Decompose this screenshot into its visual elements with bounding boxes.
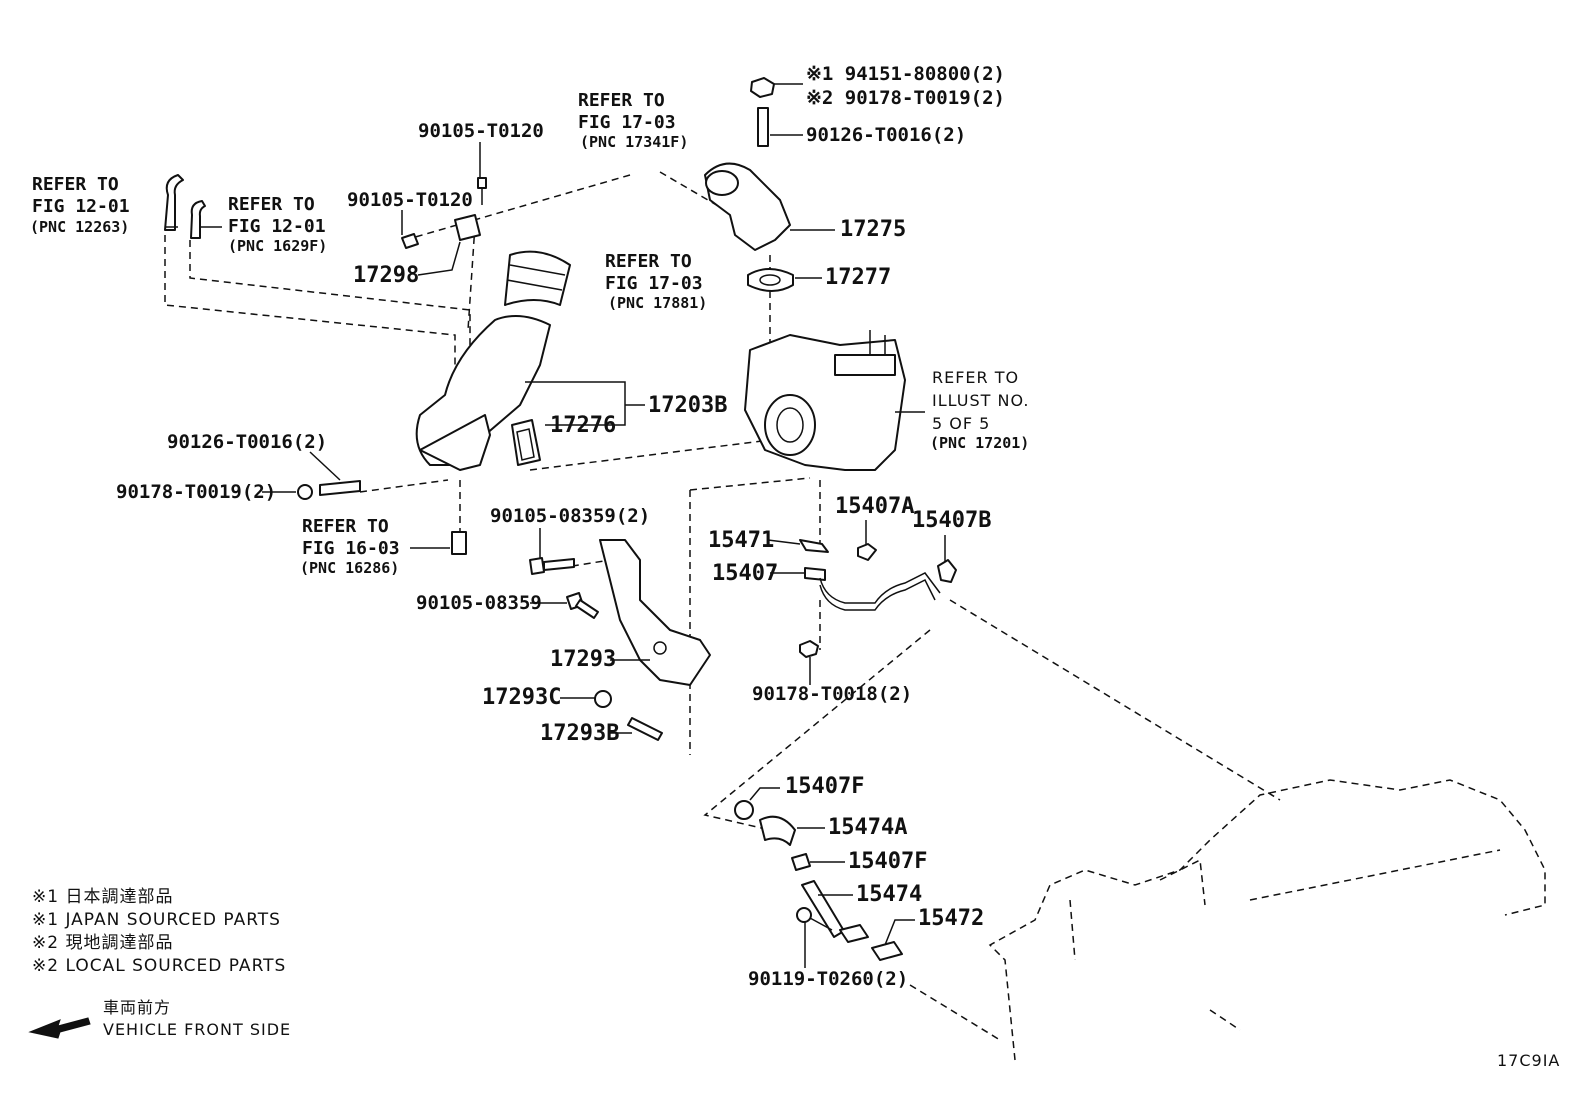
reference-fig-12-01-b: REFER TO FIG 12-01 (PNC 1629F) <box>228 194 327 255</box>
nut-94151-80800-icon <box>750 77 775 98</box>
bolt-15407a-icon <box>857 543 877 561</box>
leader-lines <box>165 83 946 968</box>
ref-line1: REFER TO <box>32 174 119 195</box>
label-90178-t0019-left: 90178-T0019(2) <box>116 481 276 503</box>
label-17203b: 17203B <box>648 393 727 418</box>
legend-jp2: ※2 現地調達部品 <box>32 933 173 953</box>
label-17275: 17275 <box>840 217 906 242</box>
arrow-left-icon <box>28 1017 91 1039</box>
nut-17293c-icon <box>594 690 612 708</box>
ref-line2: FIG 17-03 <box>605 273 703 294</box>
nut-90178-t0018-icon <box>799 640 819 658</box>
label-17277: 17277 <box>825 265 891 290</box>
ref-line2: FIG 12-01 <box>32 196 130 217</box>
label-90105-08359-2: 90105-08359(2) <box>490 505 650 527</box>
ref-line1: REFER TO <box>578 90 665 111</box>
turbocharger <box>744 330 906 471</box>
legend-en1: ※1 JAPAN SOURCED PARTS <box>32 910 281 930</box>
ref-pnc: (PNC 12263) <box>30 218 129 236</box>
label-94151-80800: ※1 94151-80800(2) <box>806 63 1005 85</box>
label-90126-t0016-top: 90126-T0016(2) <box>806 124 966 146</box>
reference-fig-12-01-a: REFER TO FIG 12-01 (PNC 12263) <box>30 174 130 236</box>
bolt-90105-08359-icon <box>566 592 599 619</box>
label-17293: 17293 <box>550 647 616 672</box>
oil-pipe-15407 <box>804 567 941 611</box>
gasket-15471 <box>799 539 829 553</box>
bolt-15407b-icon <box>937 559 957 583</box>
reference-fig-17-03-a: REFER TO FIG 17-03 (PNC 17341F) <box>578 90 688 151</box>
label-15407a: 15407A <box>835 494 914 519</box>
part-labels: ※1 94151-80800(2) ※2 90178-T0019(2) 9012… <box>116 63 1005 990</box>
stud-17293b-icon <box>627 717 663 741</box>
label-15407: 15407 <box>712 561 778 586</box>
ref-line1: REFER TO <box>302 516 389 537</box>
nut-90178-t0019-left-icon <box>297 484 313 500</box>
label-15407b: 15407B <box>912 508 991 533</box>
stud-90126-t0016-top-icon <box>757 107 769 147</box>
gasket-17277 <box>747 268 794 292</box>
label-15407f-a: 15407F <box>785 774 864 799</box>
label-15472: 15472 <box>918 906 984 931</box>
ref-pnc: (PNC 17341F) <box>580 133 688 151</box>
ref-pnc: (PNC 16286) <box>300 559 399 577</box>
pipe-15474 <box>801 880 869 943</box>
figure-code: 17C9IA <box>1497 1051 1560 1070</box>
vehicle-front-en: VEHICLE FRONT SIDE <box>103 1020 291 1039</box>
label-17293c: 17293C <box>482 685 561 710</box>
turbo-inlet-elbow-17203b <box>415 250 571 471</box>
reference-fig-16-03: REFER TO FIG 16-03 (PNC 16286) <box>300 516 400 577</box>
label-90105-t0120-b: 90105-T0120 <box>347 189 473 211</box>
reference-fig-17-03-b: REFER TO FIG 17-03 (PNC 17881) <box>605 251 707 312</box>
label-90178-t0018: 90178-T0018(2) <box>752 683 912 705</box>
hose-16286 <box>451 531 467 555</box>
label-17298: 17298 <box>353 263 419 288</box>
ref-line1: REFER TO <box>932 368 1019 387</box>
bracket-17293 <box>599 539 711 686</box>
label-15474a: 15474A <box>828 815 907 840</box>
label-15407f-b: 15407F <box>848 849 927 874</box>
label-90178-t0019-top: ※2 90178-T0019(2) <box>806 87 1005 109</box>
gasket-17276 <box>511 419 541 466</box>
ref-line1: REFER TO <box>605 251 692 272</box>
legend-jp1: ※1 日本調達部品 <box>32 887 173 907</box>
clamp-15407f-a-icon <box>734 800 754 820</box>
vehicle-front-jp: 車両前方 <box>103 998 171 1017</box>
ref-line3: 5 OF 5 <box>932 414 990 433</box>
hose-15474a <box>759 815 796 846</box>
outlet-17275 <box>704 162 791 251</box>
ref-pnc: (PNC 17201) <box>930 434 1029 452</box>
assembly-lines <box>164 171 1281 1041</box>
label-17293b: 17293B <box>540 721 619 746</box>
label-90105-t0120-a: 90105-T0120 <box>418 120 544 142</box>
bracket-17298 <box>401 214 481 249</box>
bolt-90119-t0260-icon <box>796 907 833 931</box>
label-90119-t0260: 90119-T0260(2) <box>748 968 908 990</box>
bolt-90105-t0120-top-icon <box>477 177 487 205</box>
ref-line2: FIG 16-03 <box>302 538 400 559</box>
ref-line2: ILLUST NO. <box>932 391 1029 410</box>
ref-pnc: (PNC 17881) <box>608 294 707 312</box>
gasket-15472 <box>871 941 903 961</box>
reference-illust-5-of-5: REFER TO ILLUST NO. 5 OF 5 (PNC 17201) <box>930 368 1029 452</box>
label-17276: 17276 <box>550 413 616 438</box>
legend-en2: ※2 LOCAL SOURCED PARTS <box>32 956 286 976</box>
clamp-15407f-b-icon <box>791 853 811 871</box>
legend: ※1 日本調達部品 ※1 JAPAN SOURCED PARTS ※2 現地調達… <box>28 887 291 1039</box>
engine-block-outline <box>988 779 1546 1061</box>
hose-1629f <box>190 200 206 239</box>
stud-90126-t0016-left-icon <box>319 480 361 496</box>
ref-line1: REFER TO <box>228 194 315 215</box>
label-90105-08359: 90105-08359 <box>416 592 542 614</box>
ref-pnc: (PNC 1629F) <box>228 237 327 255</box>
label-90126-t0016-left: 90126-T0016(2) <box>167 431 327 453</box>
label-15471: 15471 <box>708 528 774 553</box>
label-15474: 15474 <box>856 882 922 907</box>
ref-line2: FIG 12-01 <box>228 216 326 237</box>
hose-12263 <box>164 174 184 231</box>
bolt-90105-08359-2-icon <box>529 557 575 575</box>
ref-line2: FIG 17-03 <box>578 112 676 133</box>
